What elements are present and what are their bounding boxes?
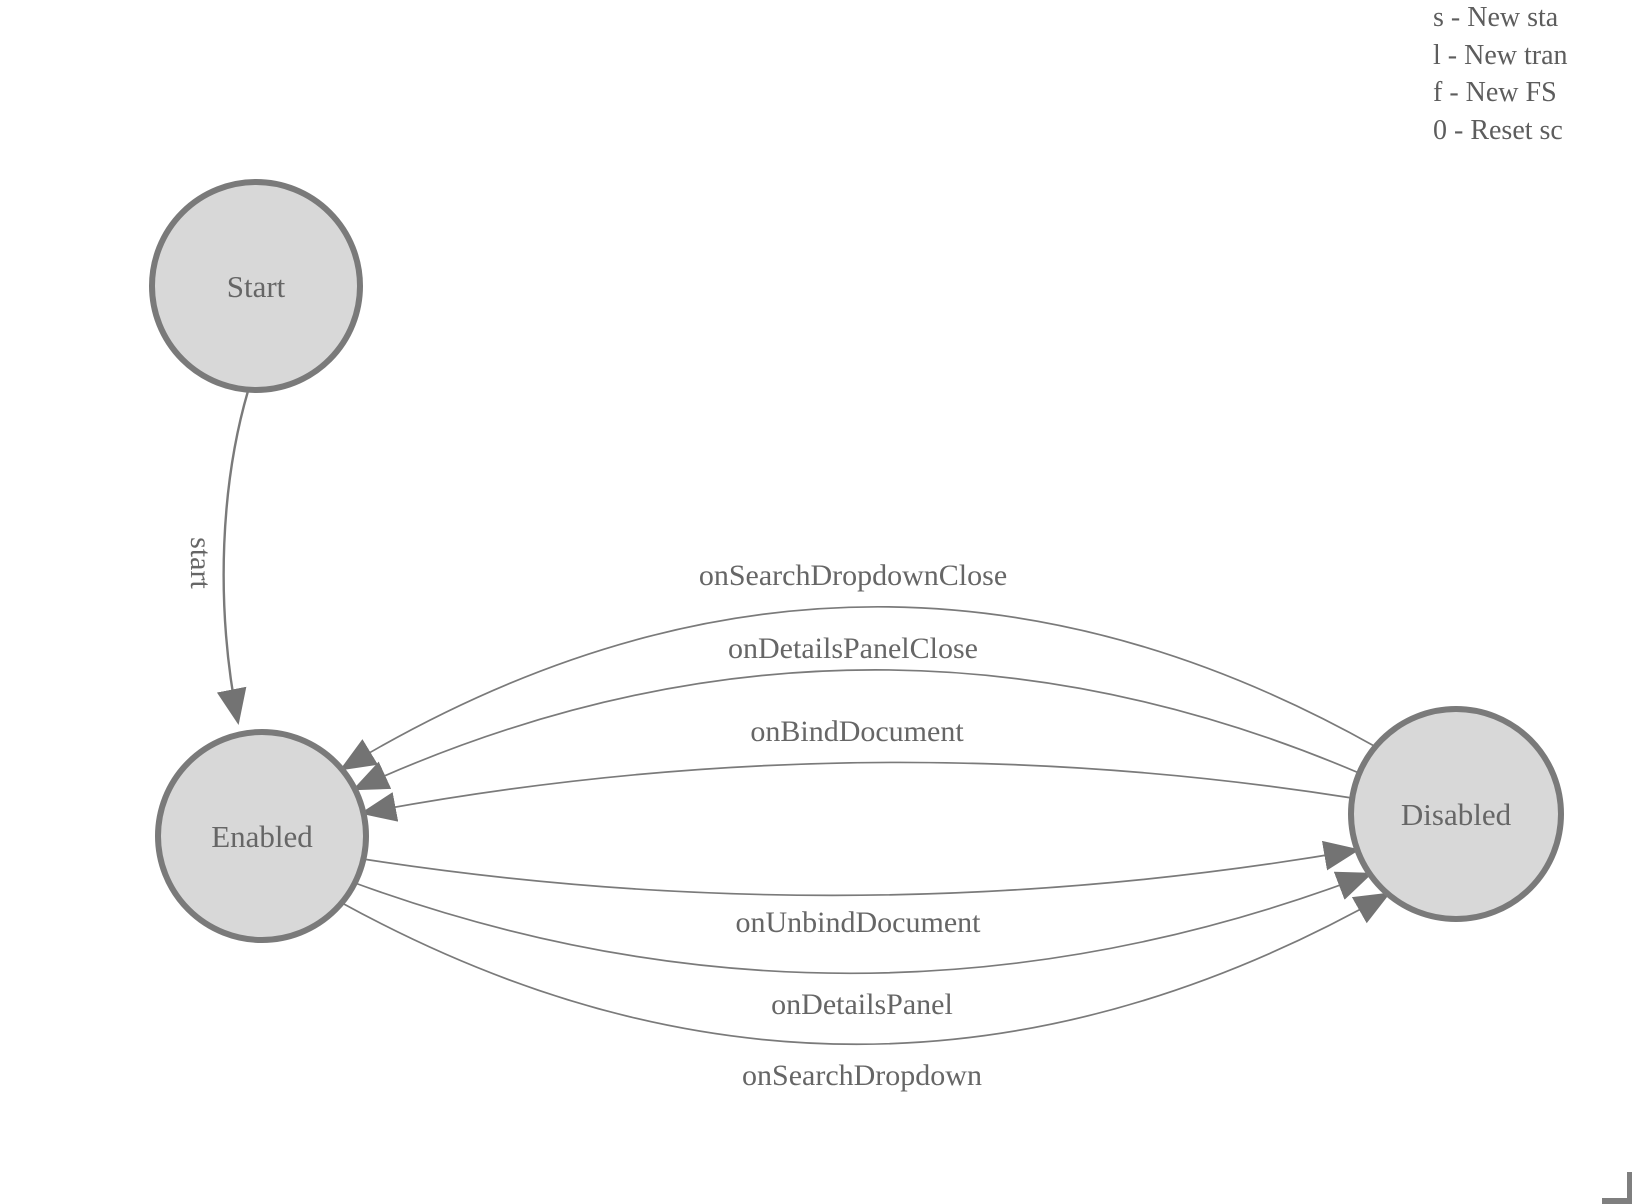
state-circle-disabled[interactable] — [1348, 706, 1564, 922]
legend-line-new-transition: l - New tran — [1433, 40, 1568, 71]
edge-label-onDetailsPanelClose: onDetailsPanelClose — [728, 632, 978, 665]
edge-label-onSearchDropdown: onSearchDropdown — [742, 1059, 982, 1092]
state-node-start[interactable]: Start — [149, 179, 363, 393]
edge-onSearchDropdown — [341, 892, 1391, 1046]
edge-label-onDetailsPanel: onDetailsPanel — [771, 988, 953, 1021]
state-node-enabled[interactable]: Enabled — [155, 729, 369, 943]
edge-onDetailsPanel — [354, 871, 1373, 975]
state-label-disabled: Disabled — [1401, 797, 1512, 832]
edge-start-to-enabled — [216, 390, 250, 725]
edge-onUnbindDocument — [362, 840, 1360, 897]
shortcut-legend: s - New sta l - New tran f - New FS 0 - … — [1433, 2, 1568, 146]
partial-box-corner — [1602, 1172, 1632, 1204]
edge-label-start: start — [184, 537, 217, 589]
state-circle-enabled[interactable] — [155, 729, 369, 943]
edge-onDetailsPanelClose — [352, 669, 1360, 791]
state-circle-start[interactable] — [149, 179, 363, 393]
edge-onSearchDropdownClose — [339, 606, 1377, 771]
edge-onBindDocument — [360, 761, 1353, 822]
state-node-disabled[interactable]: Disabled — [1348, 706, 1564, 922]
edge-label-onSearchDropdownClose: onSearchDropdownClose — [699, 559, 1007, 592]
legend-line-new-state: s - New sta — [1433, 2, 1559, 33]
edge-label-onBindDocument: onBindDocument — [750, 715, 964, 748]
corner-vertical-bar — [1627, 1172, 1632, 1204]
legend-line-new-fsm: f - New FS — [1433, 77, 1557, 108]
corner-horizontal-bar — [1602, 1198, 1632, 1204]
state-label-start: Start — [227, 269, 286, 304]
state-label-enabled: Enabled — [211, 819, 313, 854]
legend-line-reset: 0 - Reset sc — [1433, 115, 1563, 146]
edge-label-onUnbindDocument: onUnbindDocument — [736, 906, 982, 939]
